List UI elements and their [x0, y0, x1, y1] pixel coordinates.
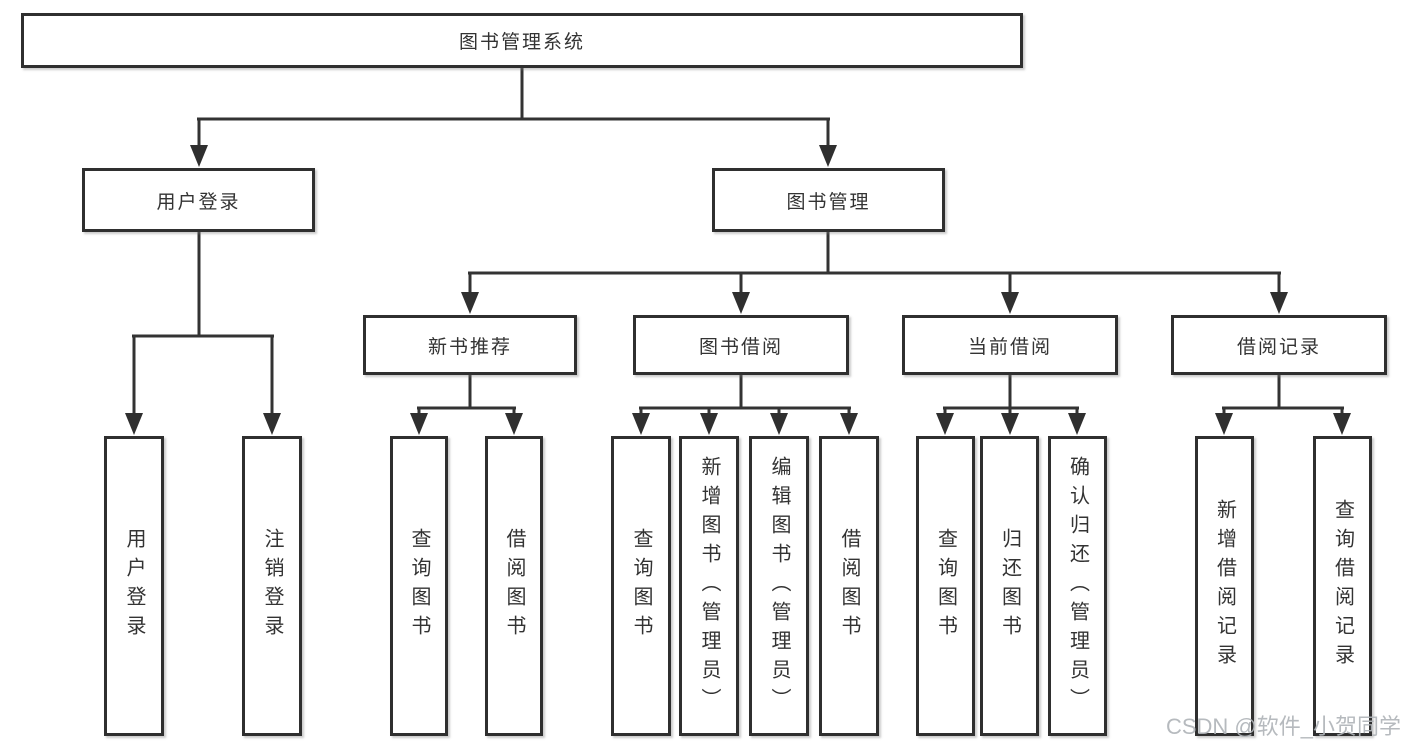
connector-current-borrow-branch [936, 373, 1086, 435]
node-label: 归还图书 [998, 528, 1021, 644]
node-borrowing-records: 借阅记录 [1171, 315, 1387, 375]
node-book-management: 图书管理 [712, 168, 945, 232]
leaf-confirm-return-admin: 确认归还（管理员） [1048, 436, 1107, 736]
node-label: 图书管理系统 [458, 32, 585, 53]
node-new-book-recommend: 新书推荐 [363, 315, 577, 375]
leaf-query-borrow-record: 查询借阅记录 [1313, 436, 1372, 736]
node-label: 借阅图书 [503, 528, 525, 644]
connector-book-borrow-branch [632, 373, 858, 435]
node-label: 图书管理 [786, 191, 871, 213]
node-label: 新书推荐 [427, 336, 512, 358]
leaf-edit-books-admin: 编辑图书（管理员） [749, 436, 809, 736]
node-label: 新增借阅记录 [1213, 499, 1236, 673]
node-book-borrowing: 图书借阅 [633, 315, 849, 375]
leaf-logout: 注销登录 [242, 436, 302, 736]
leaf-user-login: 用户登录 [104, 436, 164, 736]
node-label: 图书借阅 [698, 336, 783, 358]
node-label: 查询图书 [630, 528, 652, 644]
leaf-add-books-admin: 新增图书（管理员） [679, 436, 739, 736]
leaf-borrow-books-2: 借阅图书 [819, 436, 879, 736]
leaf-query-books-2: 查询图书 [611, 436, 671, 736]
node-label: 编辑图书（管理员） [768, 455, 790, 717]
connector-borrow-records-branch [1215, 373, 1351, 435]
connector-root-to-level2 [190, 66, 837, 167]
leaf-add-borrow-record: 新增借阅记录 [1195, 436, 1254, 736]
node-current-borrowing: 当前借阅 [902, 315, 1118, 375]
node-label: 注销登录 [261, 528, 283, 644]
node-label: 借阅图书 [838, 528, 860, 644]
connector-user-login-branch [125, 230, 281, 435]
leaf-query-books-1: 查询图书 [390, 436, 448, 736]
node-label: 当前借阅 [967, 336, 1052, 358]
node-label: 新增图书（管理员） [698, 455, 720, 717]
node-label: 用户登录 [123, 528, 145, 644]
node-label: 查询借阅记录 [1331, 499, 1354, 673]
node-user-login: 用户登录 [82, 168, 315, 232]
node-label: 借阅记录 [1236, 336, 1321, 358]
node-library-system-root: 图书管理系统 [21, 13, 1023, 68]
csdn-watermark: CSDN @软件_小贺同学 [1165, 714, 1401, 739]
leaf-query-books-3: 查询图书 [916, 436, 975, 736]
node-label: 查询图书 [408, 528, 430, 644]
node-label: 查询图书 [934, 528, 957, 644]
connector-new-book-branch [410, 373, 523, 435]
leaf-return-books: 归还图书 [980, 436, 1039, 736]
connector-book-management-branch [461, 230, 1288, 314]
node-label: 用户登录 [156, 191, 241, 213]
node-label: 确认归还（管理员） [1066, 455, 1089, 717]
leaf-borrow-books-1: 借阅图书 [485, 436, 543, 736]
